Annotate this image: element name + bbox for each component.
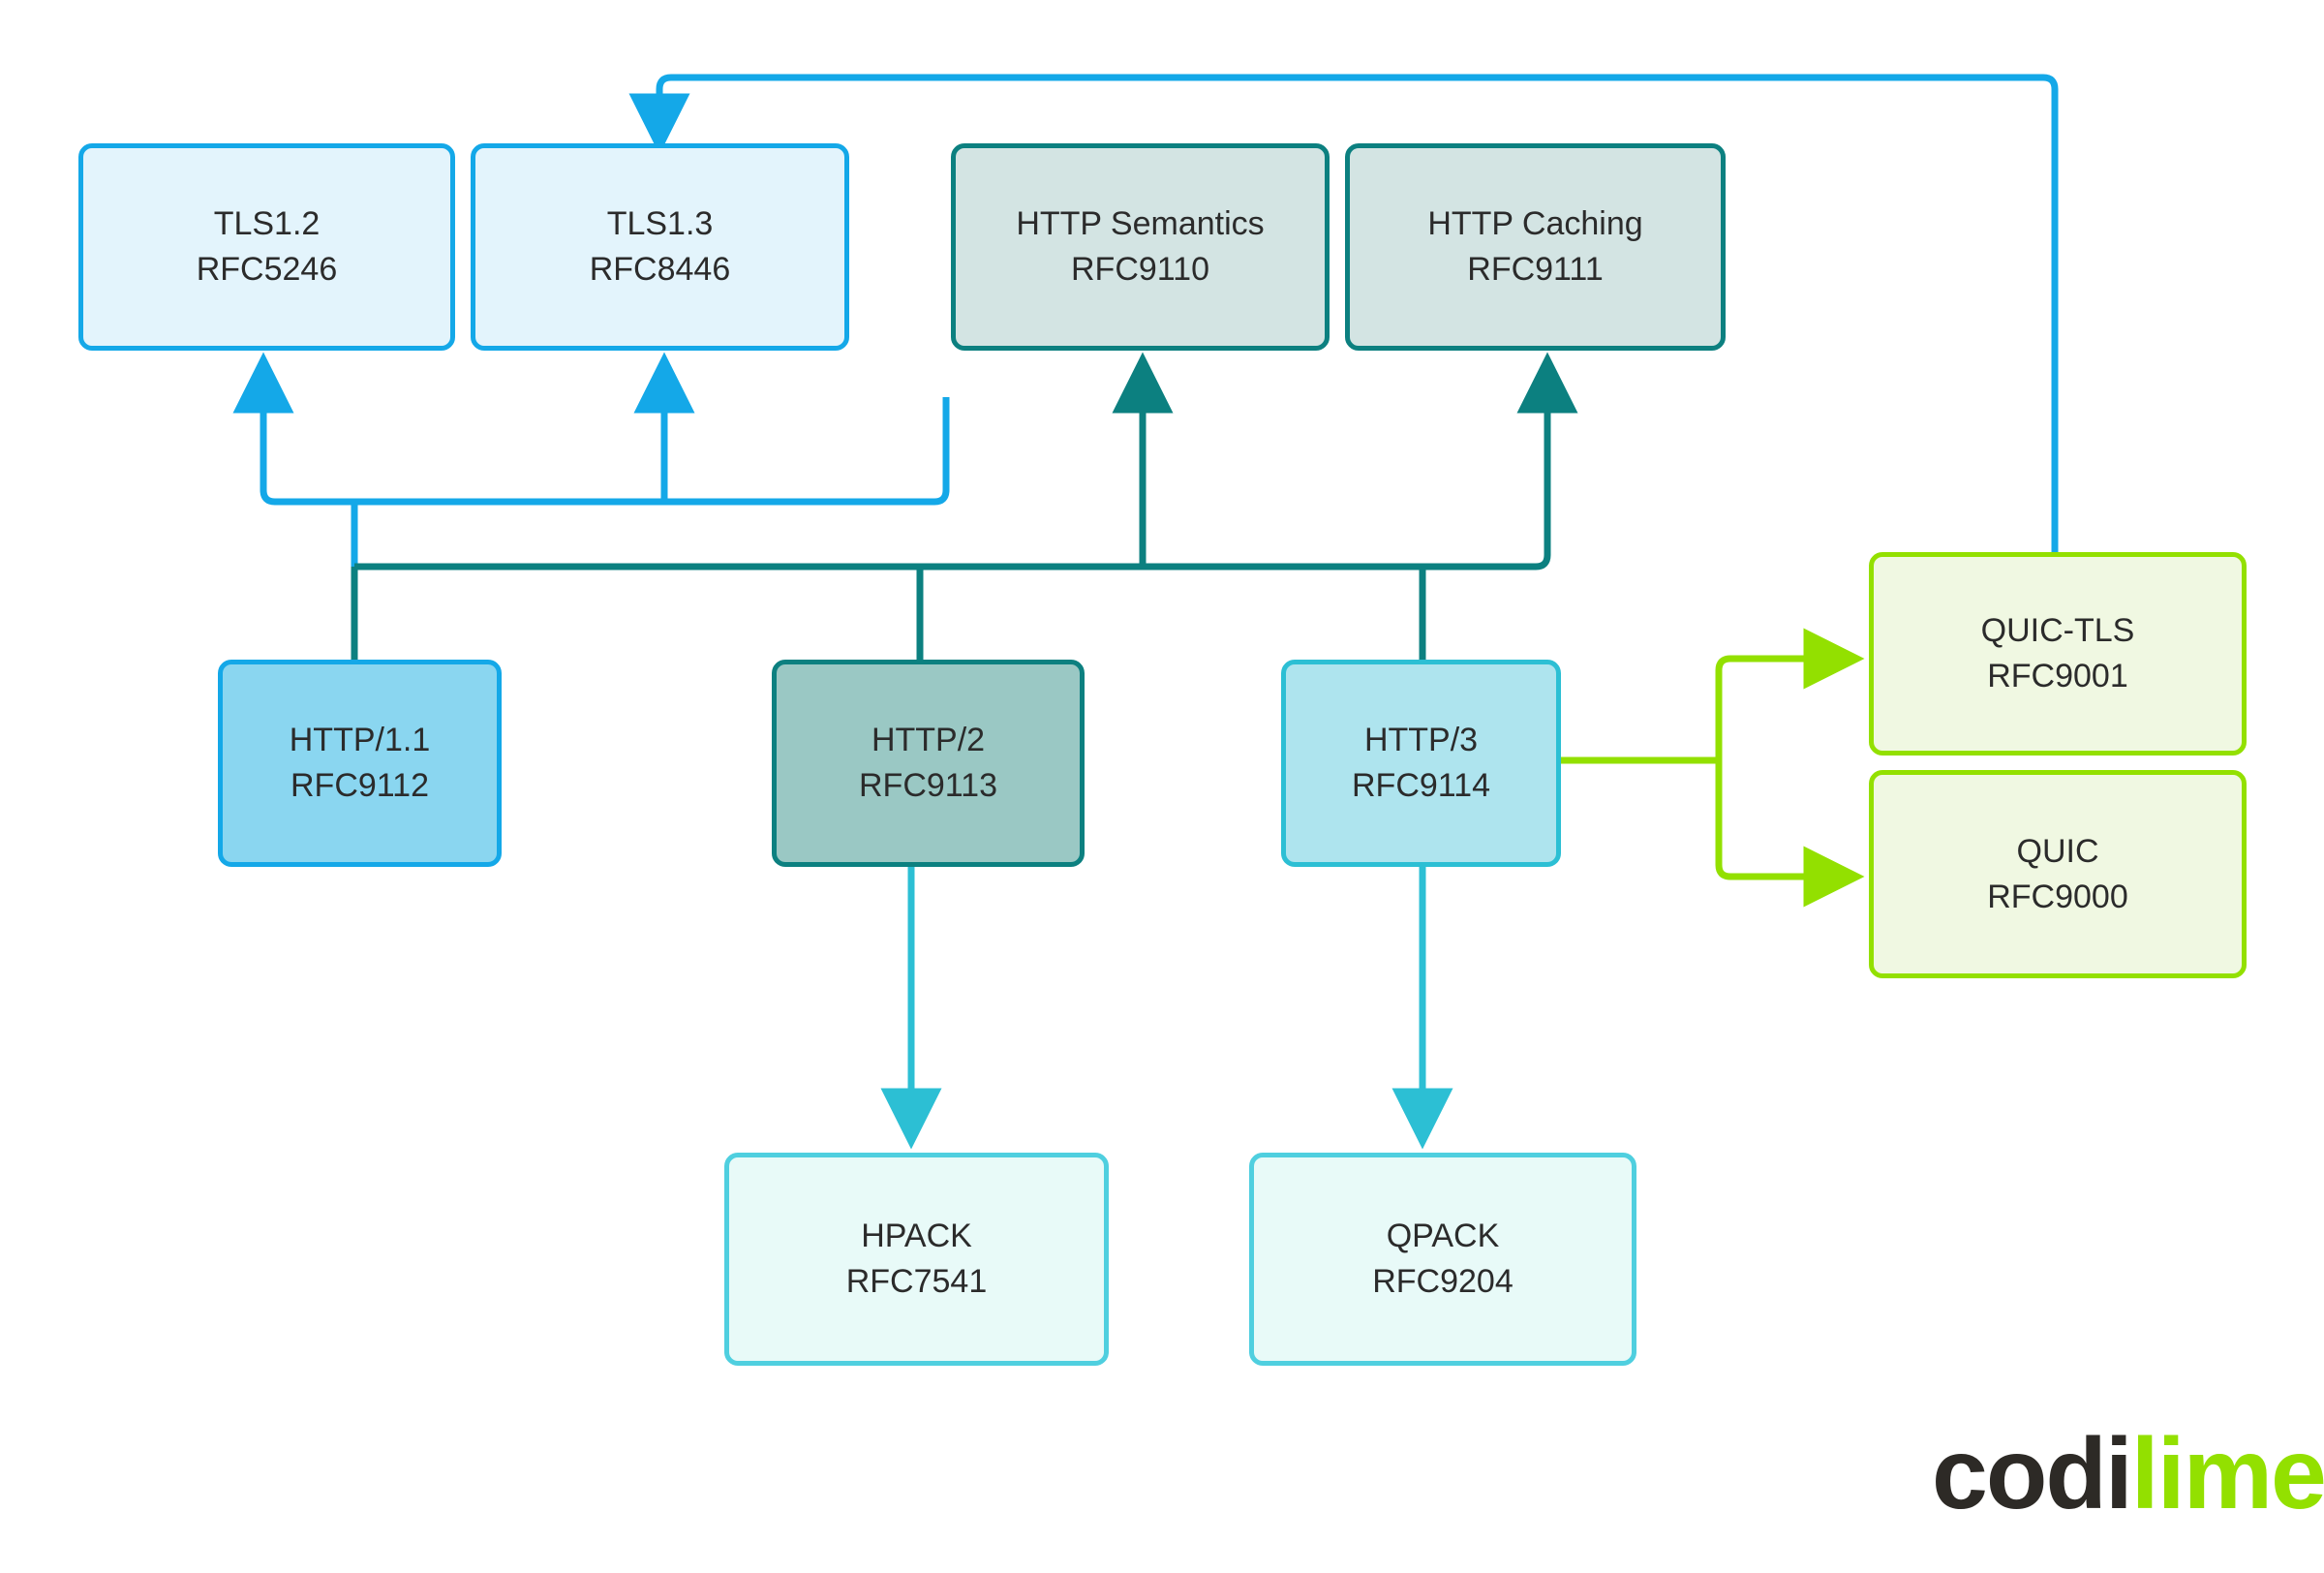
node-http3-title: HTTP/3 [1363, 722, 1479, 759]
node-tls13-title: TLS1.3 [606, 205, 714, 243]
node-http-semantics-rfc: RFC9110 [1071, 251, 1209, 288]
node-quic-tls-title: QUIC-TLS [1980, 612, 2135, 650]
node-http2[interactable]: HTTP/2 RFC9113 [772, 660, 1085, 867]
node-tls12-title: TLS1.2 [213, 205, 321, 243]
edge-http3-to-quictls [1715, 628, 1865, 760]
node-quic-tls-rfc: RFC9001 [1987, 658, 2128, 694]
node-quic[interactable]: QUIC RFC9000 [1869, 770, 2247, 978]
node-hpack[interactable]: HPACK RFC7541 [724, 1153, 1109, 1366]
node-http3[interactable]: HTTP/3 RFC9114 [1281, 660, 1561, 867]
node-http2-title: HTTP/2 [871, 722, 986, 759]
node-http-caching[interactable]: HTTP Caching RFC9111 [1345, 143, 1726, 351]
codilime-logo: codilime [1932, 1424, 2324, 1525]
edge-http3-to-quic [1715, 760, 1865, 908]
edge-quictls-to-tls13 [628, 74, 2059, 552]
node-tls12[interactable]: TLS1.2 RFC5246 [78, 143, 455, 351]
edge-bus-left-corner [232, 352, 294, 506]
edge-teal-to-caching [1516, 352, 1578, 571]
node-quic-rfc: RFC9000 [1987, 878, 2128, 915]
node-http11-title: HTTP/1.1 [289, 722, 431, 759]
node-http-semantics[interactable]: HTTP Semantics RFC9110 [951, 143, 1330, 351]
logo-lime: lime [2130, 1418, 2324, 1530]
edge-bus-to-tls12 [933, 397, 950, 506]
node-http2-rfc: RFC9113 [859, 767, 997, 804]
node-tls13-rfc: RFC8446 [589, 251, 731, 288]
node-http3-rfc: RFC9114 [1352, 767, 1490, 804]
node-http-caching-title: HTTP Caching [1427, 205, 1643, 243]
node-tls13[interactable]: TLS1.3 RFC8446 [471, 143, 849, 351]
node-hpack-rfc: RFC7541 [845, 1263, 988, 1300]
logo-codi: codi [1932, 1418, 2133, 1530]
node-tls12-rfc: RFC5246 [196, 251, 338, 288]
node-hpack-title: HPACK [861, 1218, 972, 1255]
node-qpack[interactable]: QPACK RFC9204 [1249, 1153, 1636, 1366]
node-http11[interactable]: HTTP/1.1 RFC9112 [218, 660, 502, 867]
node-http11-rfc: RFC9112 [290, 767, 429, 804]
node-http-semantics-title: HTTP Semantics [1016, 205, 1265, 243]
node-qpack-title: QPACK [1386, 1218, 1500, 1255]
node-qpack-rfc: RFC9204 [1372, 1263, 1514, 1300]
node-quic-tls[interactable]: QUIC-TLS RFC9001 [1869, 552, 2247, 756]
node-quic-title: QUIC [2016, 832, 2099, 870]
node-http-caching-rfc: RFC9111 [1467, 251, 1604, 288]
